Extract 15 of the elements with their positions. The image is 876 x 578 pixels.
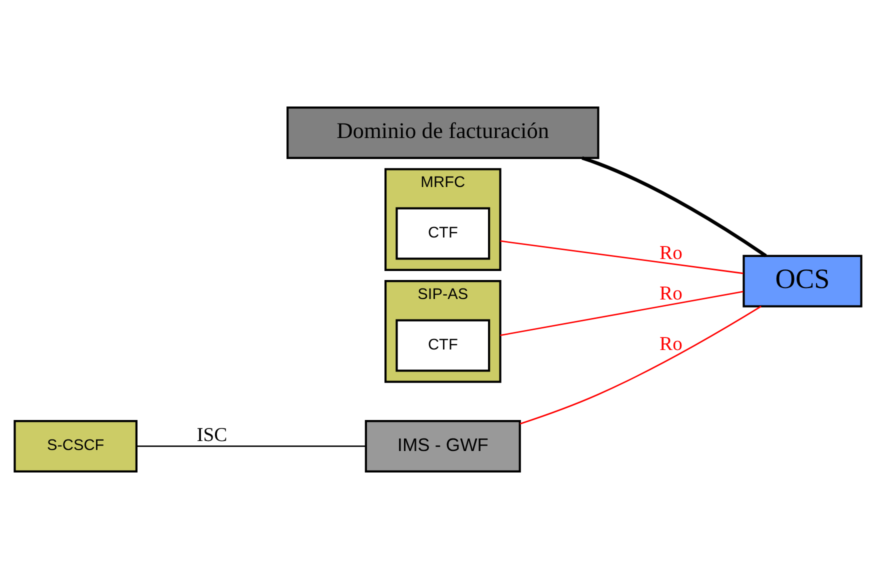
edge-label: Ro: [660, 242, 682, 264]
node-box: OCS: [742, 254, 862, 307]
edge-label: ISC: [196, 424, 228, 446]
node-box: CTF: [396, 206, 490, 260]
edge-label: Ro: [660, 333, 682, 354]
connector: [500, 290, 744, 336]
connector: [520, 305, 762, 424]
node-box: S-CSCF: [14, 419, 138, 472]
node-box: CTF: [396, 318, 490, 372]
connector: [136, 445, 366, 446]
edge-label: Ro: [660, 283, 682, 304]
connector: [500, 240, 744, 274]
node-box: IMS - GWF: [364, 419, 521, 472]
connector: [582, 156, 767, 257]
node-box: Dominio de facturación: [286, 106, 600, 159]
